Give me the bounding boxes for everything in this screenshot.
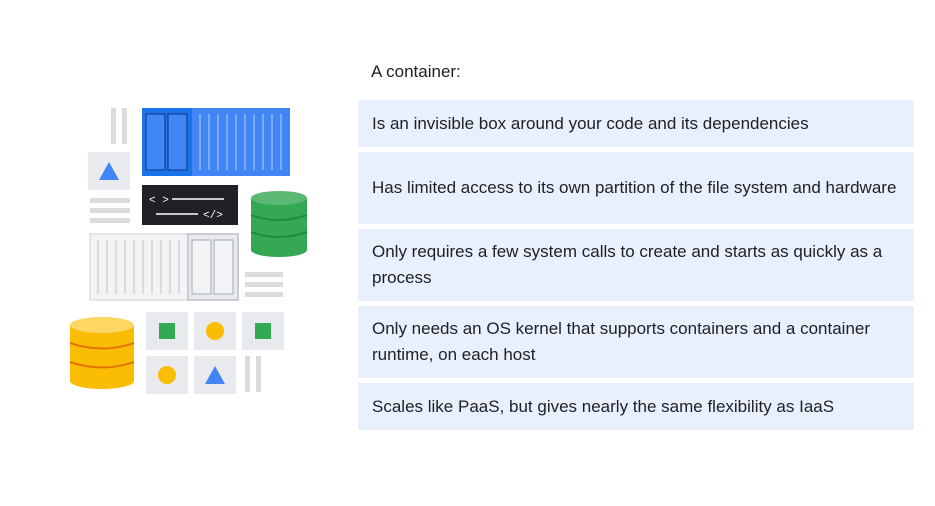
- code-glyph-right: </>: [203, 210, 223, 222]
- bullet-text: Only requires a few system calls to crea…: [372, 242, 883, 287]
- vertical-bars-bottom-icon: [245, 356, 261, 392]
- green-square-tile-right-icon: [242, 312, 284, 350]
- yellow-database-icon: [69, 317, 135, 389]
- vertical-bars-top-icon: [111, 108, 127, 144]
- bullet-card-list: Is an invisible box around your code and…: [358, 100, 914, 435]
- container-illustration: < > </>: [69, 108, 308, 394]
- bullet-text: Only needs an OS kernel that supports co…: [372, 319, 871, 364]
- bullet-card: Has limited access to its own partition …: [358, 152, 914, 224]
- horizontal-lines-icon: [90, 198, 130, 223]
- bullet-card: Is an invisible box around your code and…: [358, 100, 914, 147]
- bullet-card: Only requires a few system calls to crea…: [358, 229, 914, 301]
- yellow-circle-tile-bottom-icon: [146, 356, 188, 394]
- slide-heading: A container:: [371, 62, 461, 81]
- triangle-tile-icon: [88, 152, 130, 190]
- bullet-card: Scales like PaaS, but gives nearly the s…: [358, 383, 914, 430]
- yellow-circle-tile-icon: [194, 312, 236, 350]
- blue-shipping-container-icon: [142, 108, 290, 176]
- bullet-text: Has limited access to its own partition …: [372, 178, 897, 197]
- bullet-text: Is an invisible box around your code and…: [372, 113, 809, 133]
- gray-shipping-container-icon: [89, 233, 239, 301]
- blue-triangle-tile-icon: [194, 356, 236, 394]
- green-database-icon: [250, 191, 308, 257]
- bullet-card: Only needs an OS kernel that supports co…: [358, 306, 914, 378]
- horizontal-lines-right-icon: [245, 272, 283, 297]
- code-terminal-icon: < > </>: [142, 185, 238, 225]
- code-glyph-left: < >: [149, 195, 169, 207]
- bullet-text: Scales like PaaS, but gives nearly the s…: [372, 396, 835, 416]
- green-square-tile-icon: [146, 312, 188, 350]
